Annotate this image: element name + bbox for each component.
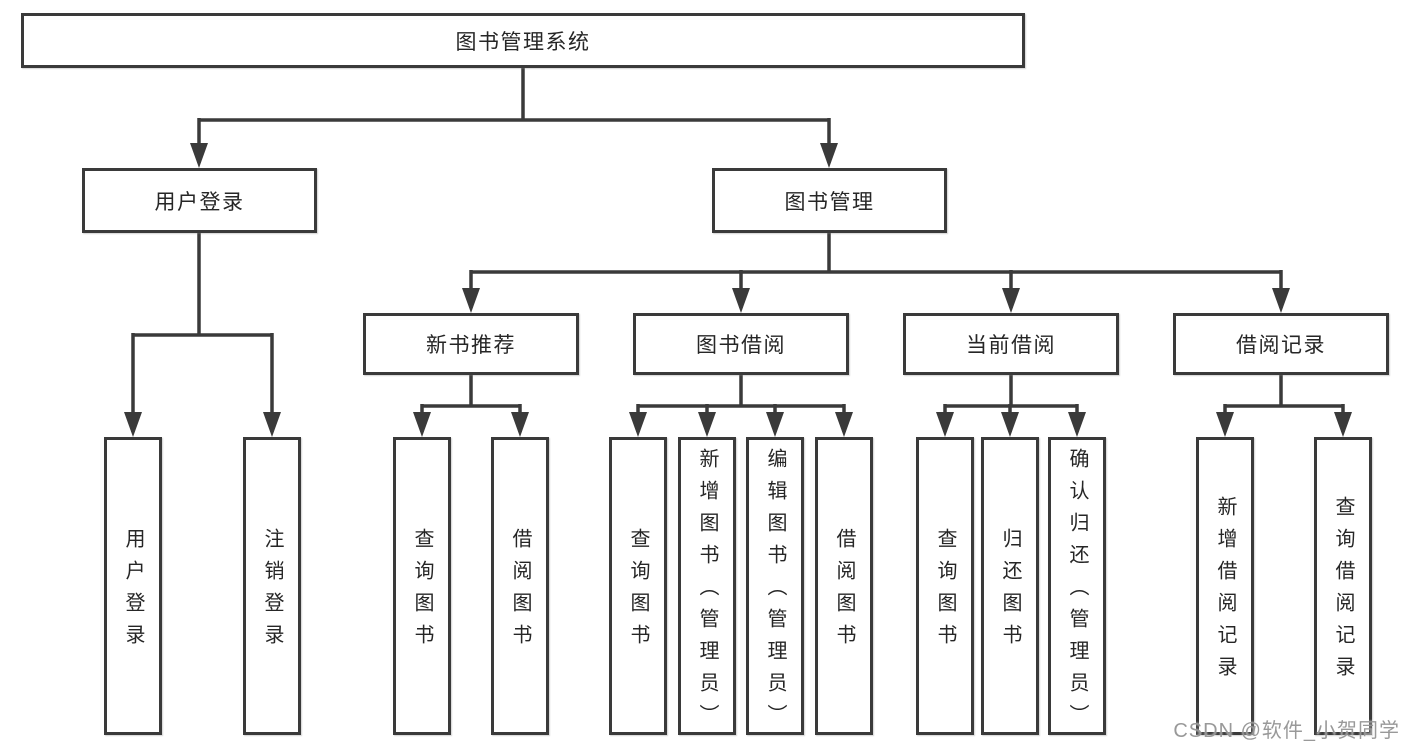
node-root-label: 图书管理系统: [455, 30, 591, 54]
leaf-query-borrow-record: 查询借阅记录: [1314, 437, 1372, 735]
arrow-down-icon: [698, 412, 716, 437]
arrow-down-icon: [413, 412, 431, 437]
leaf-user-login: 用户登录: [104, 437, 162, 735]
leaf-add-borrow-record-label: 新增借阅记录: [1214, 496, 1236, 688]
leaf-current-query-book-label: 查询图书: [934, 528, 956, 656]
arrow-down-icon: [190, 143, 208, 168]
leaf-confirm-return-admin: 确认归还（管理员）: [1048, 437, 1106, 736]
leaf-recommend-borrow-book: 借阅图书: [491, 437, 549, 735]
node-new-book-recommend: 新书推荐: [363, 313, 579, 375]
arrow-down-icon: [766, 412, 784, 437]
node-new-book-recommend-label: 新书推荐: [426, 334, 516, 357]
arrow-down-icon: [835, 412, 853, 437]
leaf-recommend-borrow-book-label: 借阅图书: [509, 528, 531, 656]
leaf-query-borrow-record-label: 查询借阅记录: [1332, 496, 1354, 688]
watermark: CSDN @软件_小贺同学: [1173, 720, 1400, 742]
leaf-user-login-label: 用户登录: [122, 528, 144, 656]
leaf-return-book: 归还图书: [981, 437, 1039, 735]
leaf-logout-label: 注销登录: [261, 528, 283, 656]
arrow-down-icon: [511, 412, 529, 437]
arrow-down-icon: [936, 412, 954, 437]
leaf-current-query-book: 查询图书: [916, 437, 974, 735]
leaf-borrow-book-label: 借阅图书: [833, 528, 855, 656]
leaf-logout: 注销登录: [243, 437, 301, 735]
leaf-borrow-query-book-label: 查询图书: [627, 528, 649, 656]
arrow-down-icon: [1002, 288, 1020, 313]
node-root: 图书管理系统: [21, 13, 1025, 68]
leaf-edit-book-admin: 编辑图书（管理员）: [746, 437, 804, 736]
leaf-borrow-query-book: 查询图书: [609, 437, 667, 735]
arrow-down-icon: [1216, 412, 1234, 437]
arrow-down-icon: [1068, 412, 1086, 437]
node-borrow-record-label: 借阅记录: [1236, 334, 1326, 357]
leaf-add-book-admin-label: 新增图书（管理员）: [696, 448, 718, 736]
connector-newrec-to-leaves: [420, 375, 522, 432]
node-current-borrow: 当前借阅: [903, 313, 1119, 375]
arrow-down-icon: [124, 412, 142, 437]
connector-root-to-level2: [197, 66, 831, 163]
node-book-borrow: 图书借阅: [633, 313, 849, 375]
arrow-down-icon: [263, 412, 281, 437]
arrow-down-icon: [1001, 412, 1019, 437]
leaf-add-book-admin: 新增图书（管理员）: [678, 437, 736, 736]
leaf-edit-book-admin-label: 编辑图书（管理员）: [764, 448, 786, 736]
arrow-down-icon: [629, 412, 647, 437]
leaf-recommend-query-book-label: 查询图书: [411, 528, 433, 656]
node-current-borrow-label: 当前借阅: [966, 334, 1056, 357]
node-book-borrow-label: 图书借阅: [696, 334, 786, 357]
node-user-login-label: 用户登录: [154, 190, 245, 214]
connector-bookborrow-to-leaves: [636, 375, 846, 432]
arrow-down-icon: [732, 288, 750, 313]
leaf-recommend-query-book: 查询图书: [393, 437, 451, 735]
leaf-add-borrow-record: 新增借阅记录: [1196, 437, 1254, 735]
arrow-down-icon: [1334, 412, 1352, 437]
arrow-down-icon: [1272, 288, 1290, 313]
node-book-management-label: 图书管理: [784, 190, 875, 214]
connector-userlogin-to-leaves: [131, 233, 274, 432]
node-book-management: 图书管理: [712, 168, 947, 233]
connector-curborrow-to-leaves: [943, 375, 1079, 432]
node-user-login: 用户登录: [82, 168, 317, 233]
arrow-down-icon: [820, 143, 838, 168]
leaf-confirm-return-admin-label: 确认归还（管理员）: [1066, 448, 1088, 736]
leaf-return-book-label: 归还图书: [999, 528, 1021, 656]
node-borrow-record: 借阅记录: [1173, 313, 1389, 375]
connector-borrowrec-to-leaves: [1223, 375, 1345, 432]
arrow-down-icon: [462, 288, 480, 313]
leaf-borrow-book: 借阅图书: [815, 437, 873, 735]
connector-bookmgmt-to-level3: [469, 233, 1283, 308]
